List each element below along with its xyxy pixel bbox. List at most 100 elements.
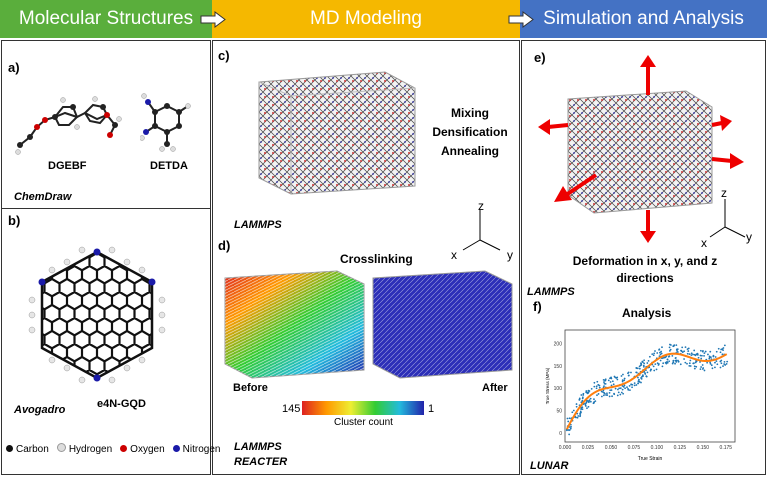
legend-carbon: Carbon [6, 444, 49, 455]
scatter-point [633, 382, 636, 384]
scatter-point [720, 348, 723, 351]
x-tick-label: 0.000 [559, 445, 572, 451]
scatter-point [694, 354, 697, 357]
scatter-point [593, 398, 595, 401]
scatter-point [721, 353, 724, 356]
scatter-point [586, 407, 588, 410]
scatter-point [649, 369, 652, 372]
scatter-point [668, 346, 671, 349]
y-tick-label: 50 [556, 409, 562, 415]
scatter-point [608, 391, 611, 394]
scatter-point [719, 351, 722, 354]
process-steps: Mixing Densification Annealing [432, 106, 508, 158]
scatter-point [613, 375, 616, 378]
scatter-point [640, 377, 642, 379]
header-md-modeling: MD Modeling [212, 0, 520, 38]
lammps-label-c: LAMMPS [234, 219, 282, 231]
scatter-point [575, 416, 577, 419]
scatter-point [690, 354, 693, 357]
scatter-point [659, 351, 661, 354]
scatter-point [643, 362, 646, 365]
scatter-point [652, 354, 655, 357]
x-tick-label: 0.125 [674, 445, 687, 451]
scatter-point [581, 399, 584, 402]
scatter-point [637, 380, 640, 383]
scatter-point [575, 405, 578, 408]
scatter-point [575, 403, 578, 405]
scatter-point [603, 381, 605, 383]
scatter-point [581, 406, 584, 409]
scatter-point [726, 360, 729, 363]
after-crosslinking-box [372, 270, 513, 379]
scatter-point [641, 374, 644, 377]
scatter-point [578, 399, 581, 401]
scatter-point [681, 346, 684, 349]
scatter-point [585, 402, 588, 404]
scatter-point [596, 394, 598, 397]
scatter-point [683, 358, 685, 360]
scatter-point [609, 389, 612, 392]
scatter-point [655, 368, 658, 371]
lammps-label-e: LAMMPS [527, 286, 575, 298]
scatter-point [695, 365, 698, 368]
colorbar-min: 145 [282, 403, 301, 415]
scatter-point [720, 362, 723, 365]
scatter-point [613, 392, 615, 395]
scatter-point [630, 383, 633, 386]
scatter-point [680, 350, 683, 353]
scatter-point [653, 369, 656, 372]
scatter-point [587, 405, 590, 408]
scatter-point [627, 387, 629, 390]
scatter-point [566, 417, 569, 420]
scatter-point [688, 362, 691, 365]
scatter-point [683, 350, 686, 353]
scatter-point [640, 381, 642, 384]
scatter-point [641, 375, 643, 378]
scatter-point [717, 347, 720, 350]
axis-y: y [507, 248, 513, 262]
axes-triad-icon [709, 199, 746, 238]
scatter-point [689, 359, 692, 362]
scatter-point [607, 379, 610, 382]
scatter-point [614, 387, 617, 390]
scatter-point [622, 392, 625, 395]
scatter-point [723, 360, 726, 363]
hydrogen-dot-icon [56, 443, 66, 452]
scatter-point [707, 353, 709, 356]
scatter-point [656, 362, 659, 365]
scatter-point [709, 361, 712, 364]
scatter-point [589, 397, 592, 400]
scatter-point [597, 393, 600, 395]
panel-b-label: b) [8, 213, 21, 228]
scatter-point [722, 365, 724, 367]
scatter-point [595, 385, 598, 388]
scatter-point [635, 371, 638, 374]
scatter-point [719, 366, 722, 369]
scatter-point [703, 354, 705, 357]
axis-z: z [721, 186, 727, 200]
y-tick-label: 200 [554, 341, 563, 347]
scatter-point [693, 365, 696, 368]
scatter-point [658, 348, 661, 351]
scatter-point [570, 425, 573, 428]
deformation-cell [538, 55, 744, 243]
scatter-point [675, 359, 678, 362]
scatter-point [579, 412, 581, 415]
scatter-point [644, 372, 646, 374]
scatter-point [619, 393, 622, 396]
scatter-point [581, 408, 584, 411]
scatter-point [710, 364, 713, 367]
scatter-point [659, 353, 662, 356]
plot-frame [564, 329, 736, 443]
scatter-point [598, 386, 601, 389]
scatter-point [567, 420, 570, 423]
y-tick-label: 100 [554, 386, 563, 392]
scatter-point [715, 360, 718, 363]
oxygen-dot-icon [120, 444, 128, 452]
scatter-point [635, 366, 638, 369]
panel-column-3 [521, 40, 766, 475]
scatter-point [641, 361, 644, 363]
scatter-point [616, 378, 619, 381]
x-tick-label: 0.050 [605, 445, 618, 451]
scatter-point [656, 352, 659, 354]
